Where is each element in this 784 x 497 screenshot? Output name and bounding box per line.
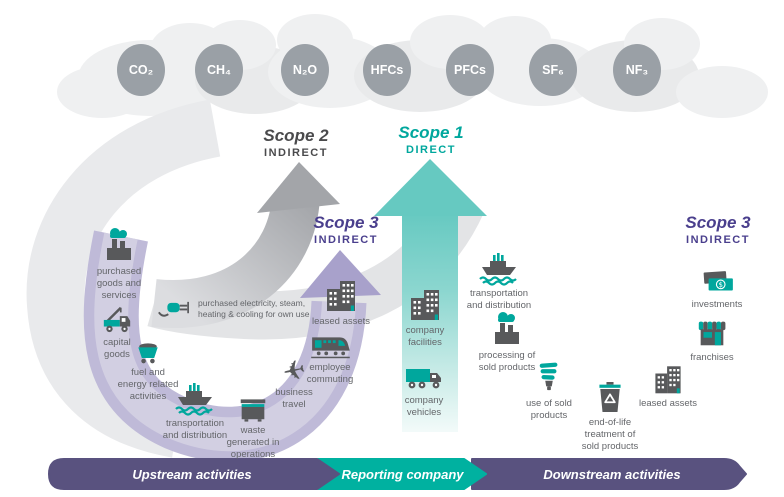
item-label: transportation and distribution: [162, 418, 228, 441]
item-label: capital goods: [103, 337, 131, 360]
gas-label: SF₆: [542, 63, 564, 77]
item-capital-goods: capital goods: [72, 303, 162, 361]
scope3-downstream-title: Scope 3: [685, 213, 751, 232]
gas-badge-n2o: N₂O: [281, 44, 329, 96]
downstream-bar: [471, 458, 747, 490]
gas-badge-ch4: CH₄: [195, 44, 243, 96]
item-label: waste generated in operations: [226, 425, 280, 460]
gas-badge-hfcs: HFCs: [363, 44, 411, 96]
scope3-upstream-title: Scope 3: [313, 213, 379, 232]
gas-badge-nf3: NF₃: [613, 44, 661, 96]
item-fuel-energy: fuel and energy related activities: [103, 335, 193, 403]
item-label: purchased goods and services: [96, 266, 142, 301]
cfl-bulb-icon: [535, 360, 563, 396]
item-purchased-goods: purchased goods and services: [74, 226, 164, 302]
crane-truck-icon: [99, 303, 135, 335]
item-label: investments: [691, 299, 743, 310]
gas-badge-co2: CO₂: [117, 44, 165, 96]
gas-label: CO₂: [128, 63, 154, 77]
gas-label: HFCs: [370, 63, 404, 77]
scope3-downstream-type: INDIRECT: [686, 234, 750, 246]
scope2-type: INDIRECT: [264, 147, 328, 159]
scope1-arrowhead: [374, 159, 487, 216]
truck-icon: [403, 363, 445, 393]
item-label: business travel: [275, 387, 313, 410]
item-leased-assets-upstream: leased assets: [296, 274, 386, 328]
item-investments: investments: [672, 269, 762, 311]
scope2-label: Scope 2 INDIRECT: [231, 127, 361, 159]
storefront-icon: [694, 316, 730, 350]
banknotes-icon: [697, 269, 737, 297]
scope2-arrowhead: [257, 162, 340, 213]
scope1-type: DIRECT: [406, 144, 456, 156]
item-use-of-products: use of sold products: [504, 360, 594, 422]
item-transportation-downstream: transportation and distribution: [454, 248, 544, 312]
gas-badge-pfcs: PFCs: [446, 44, 494, 96]
scope3-upstream-label: Scope 3 INDIRECT: [281, 214, 411, 246]
item-label: company facilities: [405, 325, 445, 348]
scope3-upstream-type: INDIRECT: [314, 234, 378, 246]
gas-label: CH₄: [206, 63, 231, 77]
building-icon: [650, 360, 686, 396]
ship-icon: [476, 248, 522, 286]
scope2-band: [151, 193, 320, 329]
factory-icon: [488, 310, 526, 348]
plug-icon: [156, 296, 192, 321]
upstream-bar: [48, 458, 340, 490]
item-label: purchased electricity, steam, heating & …: [198, 297, 310, 319]
item-waste: waste generated in operations: [208, 389, 298, 461]
gas-badge-sf6: SF₆: [529, 44, 577, 96]
item-label: use of sold products: [526, 398, 572, 421]
scope1-title: Scope 1: [398, 123, 464, 142]
recycle-bin-icon: [595, 379, 625, 415]
item-label: employee commuting: [306, 362, 354, 385]
item-label: leased assets: [638, 398, 698, 409]
item-leased-assets-downstream: leased assets: [623, 360, 713, 410]
scope2-title: Scope 2: [263, 126, 329, 145]
item-label: transportation and distribution: [466, 288, 532, 311]
factory-icon: [100, 226, 138, 264]
scope3-arrowhead: [300, 250, 381, 298]
item-transportation-upstream: transportation and distribution: [150, 378, 240, 442]
scope3-band-inner: [94, 232, 356, 452]
item-purchased-electricity: purchased electricity, steam, heating & …: [156, 296, 336, 321]
item-company-vehicles: company vehicles: [379, 363, 469, 419]
mine-cart-icon: [132, 335, 164, 365]
gas-label: PFCs: [454, 63, 486, 77]
item-employee-commuting: employee commuting: [285, 328, 375, 386]
item-business-travel: ✈ business travel: [249, 354, 339, 411]
item-processing: processing of sold products: [462, 310, 552, 374]
upstream-bar-label: Upstream activities: [132, 467, 252, 482]
item-label: end-of-life treatment of sold products: [581, 417, 639, 452]
scope1-label: Scope 1 DIRECT: [366, 124, 496, 156]
train-icon: [307, 328, 353, 360]
gas-label: NF₃: [625, 63, 649, 77]
reporting-bar-label: Reporting company: [341, 467, 464, 482]
item-label: leased assets: [311, 316, 371, 327]
gas-label: N₂O: [292, 63, 318, 77]
item-company-facilities: company facilities: [380, 283, 470, 349]
item-franchises: franchises: [667, 316, 757, 364]
item-label: company vehicles: [404, 395, 444, 418]
building-icon: [405, 283, 445, 323]
item-label: fuel and energy related activities: [117, 367, 179, 402]
scope3-downstream-label: Scope 3 INDIRECT: [653, 214, 783, 246]
item-label: franchises: [690, 352, 734, 363]
item-end-of-life: end-of-life treatment of sold products: [565, 379, 655, 453]
item-label: processing of sold products: [478, 350, 536, 373]
downstream-bar-label: Downstream activities: [543, 467, 681, 482]
